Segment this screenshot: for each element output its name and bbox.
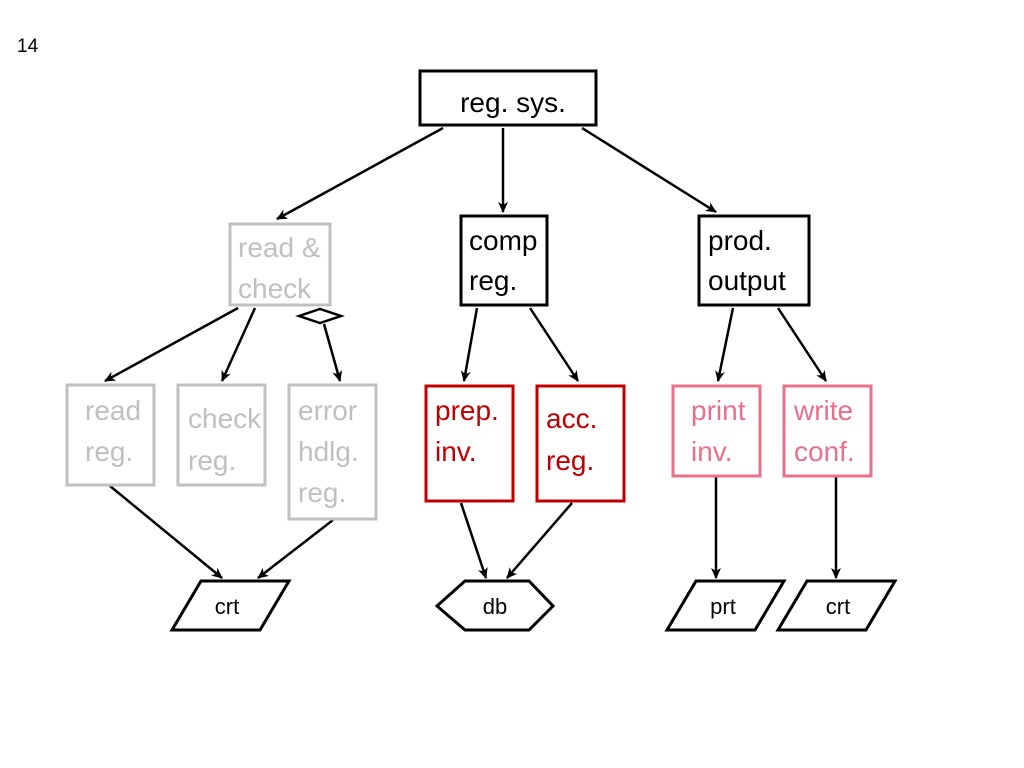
node-check-reg[interactable]: check reg. xyxy=(176,383,267,487)
edge-compreg-accreg xyxy=(528,307,580,382)
device-label: crt xyxy=(826,594,850,619)
node-label: hdlg. xyxy=(298,436,359,467)
edge-prodoutput-printinv xyxy=(715,307,735,382)
device-db[interactable]: db xyxy=(434,579,556,632)
node-label: reg. xyxy=(85,436,133,467)
node-prod-output[interactable]: prod. output xyxy=(697,214,811,307)
node-label: prep. xyxy=(435,395,499,426)
node-print-inv[interactable]: print inv. xyxy=(671,384,762,478)
node-read-check[interactable]: read & check xyxy=(228,222,332,307)
node-read-reg[interactable]: read reg. xyxy=(65,383,156,487)
node-label: inv. xyxy=(435,436,477,467)
node-label: write xyxy=(793,395,853,426)
device-label: db xyxy=(483,594,507,619)
edge-root-readcheck xyxy=(276,126,444,221)
edge-readreg-crt xyxy=(109,485,223,579)
node-label: reg. xyxy=(469,265,517,296)
edge-readcheck-errorhdlg xyxy=(322,323,343,382)
edges xyxy=(104,126,841,579)
node-label: check xyxy=(238,273,312,304)
node-label: error xyxy=(298,395,357,426)
edge-root-prodoutput xyxy=(581,126,717,214)
node-label: reg. xyxy=(188,445,236,476)
node-label: acc. xyxy=(546,403,597,434)
node-prep-inv[interactable]: prep. inv. xyxy=(424,384,515,503)
node-label: reg. xyxy=(546,445,594,476)
node-reg-sys[interactable]: reg. sys. xyxy=(418,69,598,127)
node-label: print xyxy=(691,395,746,426)
node-label: prod. xyxy=(708,225,772,256)
node-label: reg. sys. xyxy=(460,87,566,118)
node-acc-reg[interactable]: acc. reg. xyxy=(535,384,626,503)
device-crt-1[interactable]: crt xyxy=(169,579,292,632)
node-label: read xyxy=(85,395,141,426)
edge-readcheck-readreg xyxy=(104,306,239,383)
node-label: conf. xyxy=(794,436,855,467)
device-prt[interactable]: prt xyxy=(664,579,787,632)
edge-prepinv-db xyxy=(459,502,488,579)
node-label: comp xyxy=(469,225,537,256)
edge-accreg-db xyxy=(506,502,573,579)
node-label: reg. xyxy=(298,477,346,508)
edge-prodoutput-writeconf xyxy=(776,307,828,382)
node-label: read & xyxy=(238,232,321,263)
edge-readcheck-checkreg xyxy=(220,307,257,382)
edge-compreg-prepinv xyxy=(460,307,479,382)
node-write-conf[interactable]: write conf. xyxy=(782,384,873,478)
device-crt-2[interactable]: crt xyxy=(775,579,898,632)
node-comp-reg[interactable]: comp reg. xyxy=(459,214,549,307)
device-label: prt xyxy=(710,594,736,619)
selection-diamond-icon xyxy=(295,307,345,325)
node-label: check xyxy=(188,403,262,434)
page-number: 14 xyxy=(17,36,39,57)
node-error-hdlg-reg[interactable]: error hdlg. reg. xyxy=(287,383,378,521)
device-label: crt xyxy=(215,594,239,619)
edge-errorhdlg-crt xyxy=(257,519,334,579)
node-label: inv. xyxy=(691,436,733,467)
node-label: output xyxy=(708,265,786,296)
